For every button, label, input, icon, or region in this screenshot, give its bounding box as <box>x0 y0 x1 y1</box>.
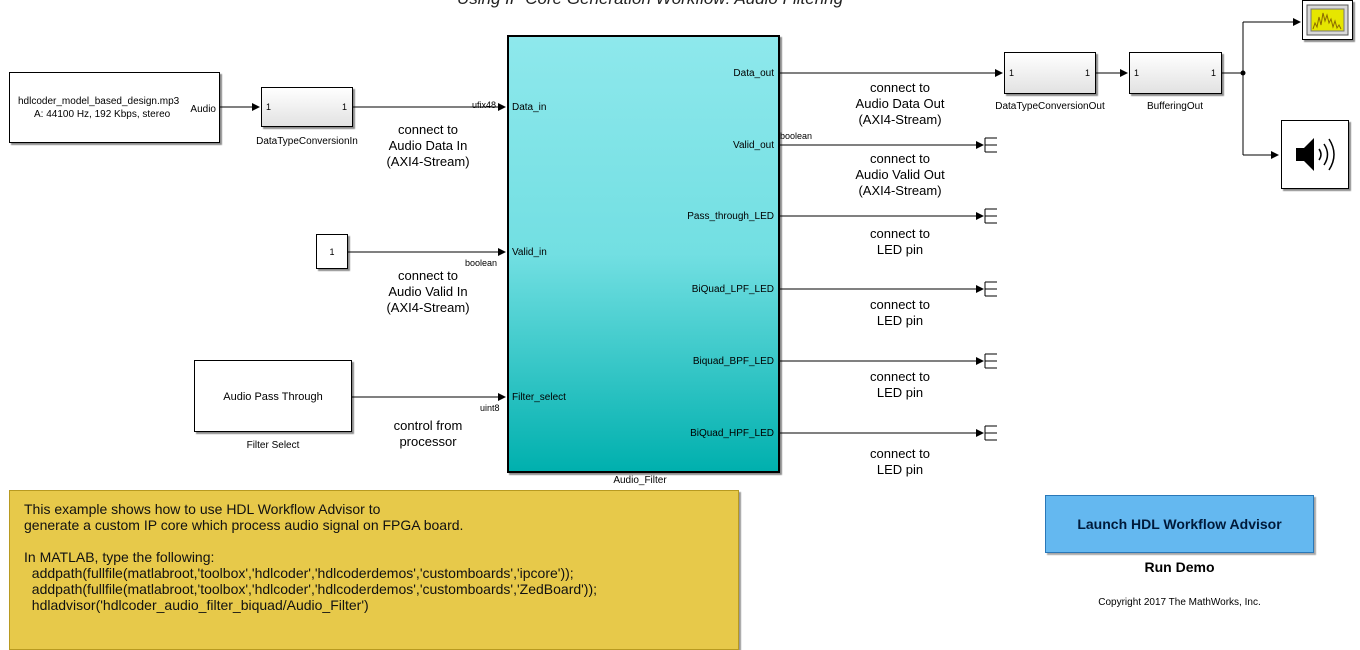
audio-filter-label: Audio_Filter <box>613 475 667 486</box>
terminator-icon <box>984 281 997 297</box>
port-biquad-bpf-led: Biquad_BPF_LED <box>692 356 774 367</box>
description-note: This example shows how to use HDL Workfl… <box>9 490 739 650</box>
signal-type-valid-in: boolean <box>465 258 498 268</box>
dtc-in-out-port: 1 <box>341 102 347 112</box>
port-biquad-lpf-led: BiQuad_LPF_LED <box>691 284 774 295</box>
dtc-out-in-port: 1 <box>1009 68 1015 78</box>
audio-filter-subsystem[interactable]: Data_in Valid_in Filter_select Data_out … <box>507 35 780 473</box>
port-valid-out: Valid_out <box>733 140 774 151</box>
port-biquad-hpf-led: BiQuad_HPF_LED <box>690 428 774 439</box>
constant-value: 1 <box>329 247 335 257</box>
dtc-in-in-port: 1 <box>266 102 272 112</box>
spectrum-scope-block[interactable] <box>1302 0 1353 40</box>
port-filter-select: Filter_select <box>512 392 566 403</box>
port-pass-through-led: Pass_through_LED <box>687 211 774 222</box>
filter-select-block[interactable]: Audio Pass Through <box>194 360 352 432</box>
note-line: generate a custom IP core which process … <box>24 517 464 533</box>
dtc-in-block[interactable]: 1 1 <box>261 87 353 127</box>
filter-select-label: Filter Select <box>246 440 300 451</box>
run-demo-label: Run Demo <box>1144 559 1215 575</box>
buffering-out-label: BufferingOut <box>1147 101 1203 112</box>
signal-type-data-in: ufix48 <box>472 100 497 110</box>
dtc-out-block[interactable]: 1 1 <box>1004 52 1096 94</box>
note-line: hdladvisor('hdlcoder_audio_filter_biquad… <box>24 597 369 613</box>
spectrum-scope-icon <box>1306 4 1349 36</box>
launch-hdl-workflow-advisor-button[interactable]: Launch HDL Workflow Advisor <box>1045 495 1314 553</box>
from-file-format: A: 44100 Hz, 192 Kbps, stereo <box>34 109 171 120</box>
buffering-out-block[interactable]: 1 1 <box>1129 52 1222 94</box>
terminator-icon <box>984 208 997 224</box>
note-line: In MATLAB, type the following: <box>24 549 215 565</box>
from-file-filename: hdlcoder_model_based_design.mp3 <box>18 96 180 107</box>
port-data-in: Data_in <box>512 102 547 113</box>
signal-type-filter-select: uint8 <box>480 403 500 413</box>
note-line <box>24 533 724 549</box>
terminator-icon <box>984 425 997 441</box>
signal-type-valid-out: boolean <box>780 131 813 141</box>
note-line: addpath(fullfile(matlabroot,'toolbox','h… <box>24 565 574 581</box>
audio-speaker-icon <box>1296 138 1335 171</box>
port-valid-in: Valid_in <box>512 247 547 258</box>
from-file-port-label: Audio <box>190 104 216 115</box>
buffering-out-port: 1 <box>1210 68 1216 78</box>
terminator-icon <box>984 137 997 153</box>
from-file-block[interactable]: hdlcoder_model_based_design.mp3 A: 44100… <box>9 72 220 143</box>
port-data-out: Data_out <box>733 68 774 79</box>
constant-block[interactable]: 1 <box>316 234 348 269</box>
terminator-icon <box>984 353 997 369</box>
note-line: addpath(fullfile(matlabroot,'toolbox','h… <box>24 581 598 597</box>
buffering-in-port: 1 <box>1134 68 1140 78</box>
filter-select-value: Audio Pass Through <box>223 391 323 403</box>
note-line: This example shows how to use HDL Workfl… <box>24 501 381 517</box>
dtc-out-out-port: 1 <box>1084 68 1090 78</box>
dtc-out-label: DataTypeConversionOut <box>995 101 1105 112</box>
branch-point <box>1240 70 1246 76</box>
copyright-text: Copyright 2017 The MathWorks, Inc. <box>1098 597 1261 608</box>
audio-device-writer-block[interactable] <box>1281 120 1349 189</box>
dtc-in-label: DataTypeConversionIn <box>256 136 358 147</box>
diagram-title: Using IP Core Generation Workflow: Audio… <box>0 0 1300 9</box>
